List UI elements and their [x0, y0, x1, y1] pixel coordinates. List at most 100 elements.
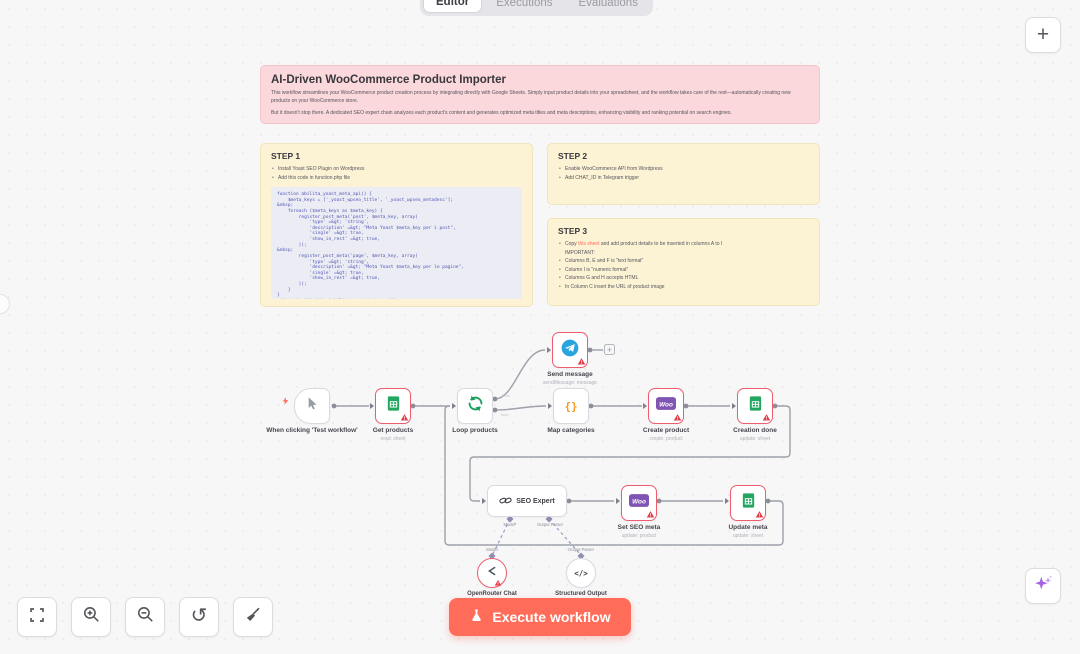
- loop-icon: [466, 394, 485, 418]
- node-openrouter-chat[interactable]: [477, 558, 507, 588]
- node-seo-expert[interactable]: SEO Expert: [487, 485, 567, 517]
- node-set-seo-meta[interactable]: Woo Set SEO meta update: product: [618, 485, 660, 539]
- sticky-note-header[interactable]: AI-Driven WooCommerce Product Importer T…: [260, 65, 820, 124]
- note-paragraph: But it doesn't stop there. A dedicated S…: [271, 109, 732, 116]
- node-label: Update meta: [728, 524, 768, 531]
- warning-icon: [494, 579, 502, 587]
- sticky-note-step3[interactable]: STEP 3 Copy this sheet and add product d…: [547, 218, 820, 306]
- fit-view-icon: [28, 606, 46, 629]
- node-label: OpenRouter Chat: [467, 591, 517, 597]
- node-label: Loop products: [452, 427, 498, 434]
- note-title: AI-Driven WooCommerce Product Importer: [271, 74, 506, 86]
- node-subtitle: update: sheet: [739, 436, 771, 443]
- node-creation-done[interactable]: Creation done update: sheet: [733, 388, 777, 442]
- sheet-link[interactable]: this sheet: [578, 241, 600, 247]
- node-label: Structured Output: [555, 591, 607, 597]
- sparkle-icon: [1033, 574, 1053, 599]
- step3-bullet: In Column C insert the URL of product im…: [558, 283, 809, 292]
- node-update-meta[interactable]: Update meta update: sheet: [728, 485, 768, 539]
- loop-output-loop-label: loop: [501, 412, 509, 417]
- cursor-icon: [304, 396, 320, 417]
- step2-bullet: Enable WooCommerce API from Wordpress: [558, 165, 809, 174]
- sticky-note-step2[interactable]: STEP 2 Enable WooCommerce API from Wordp…: [547, 143, 820, 205]
- execute-workflow-button[interactable]: Execute workflow: [449, 598, 631, 636]
- woocommerce-icon: Woo: [656, 397, 676, 415]
- step3-text: and add product details to be inserted i…: [599, 241, 723, 247]
- add-connection-button[interactable]: +: [604, 344, 615, 355]
- warning-icon: [646, 510, 655, 519]
- step3-bullet: Column I is "numeric format": [558, 266, 809, 275]
- step2-title: STEP 2: [558, 151, 588, 161]
- step1-bullet: Add this code in function.php file: [271, 174, 522, 183]
- step3-bullet: Columns B, E and F is "text format": [558, 257, 809, 266]
- model-connector-label: Model*: [503, 522, 517, 527]
- google-sheets-icon: [747, 395, 764, 417]
- code-tag-icon: </>: [574, 568, 588, 578]
- node-get-products[interactable]: Get products read: sheet: [373, 388, 413, 442]
- tab-executions[interactable]: Executions: [496, 0, 553, 9]
- node-create-product[interactable]: Woo Create product create: product: [643, 388, 689, 442]
- ai-assistant-button[interactable]: [1025, 568, 1061, 604]
- node-label: SEO Expert: [516, 497, 555, 505]
- node-loop-products[interactable]: Loop products: [452, 388, 498, 434]
- view-tabbar: Editor Executions Evaluations: [420, 0, 653, 16]
- output-parser-connector-label: Output Parser: [536, 522, 564, 527]
- node-label: Map categories: [547, 427, 595, 434]
- svg-text:Woo: Woo: [632, 498, 646, 505]
- node-manual-trigger[interactable]: When clicking 'Test workflow': [266, 388, 358, 434]
- node-subtitle: update: sheet: [732, 533, 764, 540]
- zoom-in-button[interactable]: [71, 597, 111, 637]
- woocommerce-icon: Woo: [629, 494, 649, 512]
- warning-icon: [762, 413, 771, 422]
- tab-editor[interactable]: Editor: [423, 0, 483, 13]
- node-subtitle: sendMessage: message: [542, 380, 598, 387]
- chain-icon: [499, 494, 512, 509]
- flask-icon: [469, 608, 484, 626]
- node-label: Create product: [642, 427, 690, 434]
- broom-icon: [244, 606, 262, 629]
- node-label: When clicking 'Test workflow': [266, 427, 358, 434]
- warning-icon: [400, 413, 409, 422]
- warning-icon: [577, 357, 586, 366]
- step2-bullet: Add CHAT_ID in Telegram trigger: [558, 174, 809, 183]
- zoom-in-icon: [82, 605, 101, 629]
- step1-bullet: Install Yoast SEO Plugin on Wordpress: [271, 165, 522, 174]
- step3-bullet: Copy this sheet and add product details …: [558, 240, 809, 249]
- zoom-out-button[interactable]: [125, 597, 165, 637]
- node-subtitle: update: product: [621, 533, 657, 540]
- php-code-block: function abilita_yoast_meta_api() { $met…: [271, 187, 522, 299]
- undo-icon: ↺: [190, 605, 208, 627]
- google-sheets-icon: [740, 492, 757, 514]
- note-paragraph: This workflow streamlines your WooCommer…: [271, 90, 791, 104]
- node-label: Creation done: [733, 427, 777, 434]
- fit-view-button[interactable]: [17, 597, 57, 637]
- model-connector-label: Model: [486, 547, 498, 552]
- plus-icon: +: [1036, 23, 1050, 46]
- telegram-icon: [560, 338, 580, 363]
- node-send-message[interactable]: Send message sendMessage: message: [543, 332, 597, 386]
- node-subtitle: create: product: [649, 436, 683, 443]
- node-structured-output[interactable]: </>: [566, 558, 596, 588]
- google-sheets-icon: [385, 395, 402, 417]
- step3-bullet: Columns G and H accepts HTML: [558, 274, 809, 283]
- zoom-out-icon: [136, 605, 155, 629]
- step3-text: Copy: [565, 241, 579, 247]
- loop-output-done-label: done: [501, 393, 510, 398]
- reset-zoom-button[interactable]: ↺: [179, 597, 219, 637]
- panel-toggle-handle[interactable]: [0, 294, 10, 314]
- node-label: Send message: [547, 371, 593, 378]
- node-map-categories[interactable]: {} Map categories: [547, 388, 595, 434]
- tab-evaluations[interactable]: Evaluations: [578, 0, 638, 9]
- add-node-button[interactable]: +: [1025, 17, 1061, 53]
- svg-text:Woo: Woo: [659, 401, 673, 408]
- step3-title: STEP 3: [558, 226, 588, 236]
- tidy-up-button[interactable]: [233, 597, 273, 637]
- sticky-note-step1[interactable]: STEP 1 Install Yoast SEO Plugin on Wordp…: [260, 143, 533, 307]
- step1-title: STEP 1: [271, 151, 301, 161]
- execute-workflow-label: Execute workflow: [492, 609, 611, 625]
- node-label: Set SEO meta: [617, 524, 661, 531]
- lightning-icon: [281, 395, 290, 407]
- openrouter-icon: [485, 564, 499, 583]
- code-braces-icon: {}: [564, 399, 578, 413]
